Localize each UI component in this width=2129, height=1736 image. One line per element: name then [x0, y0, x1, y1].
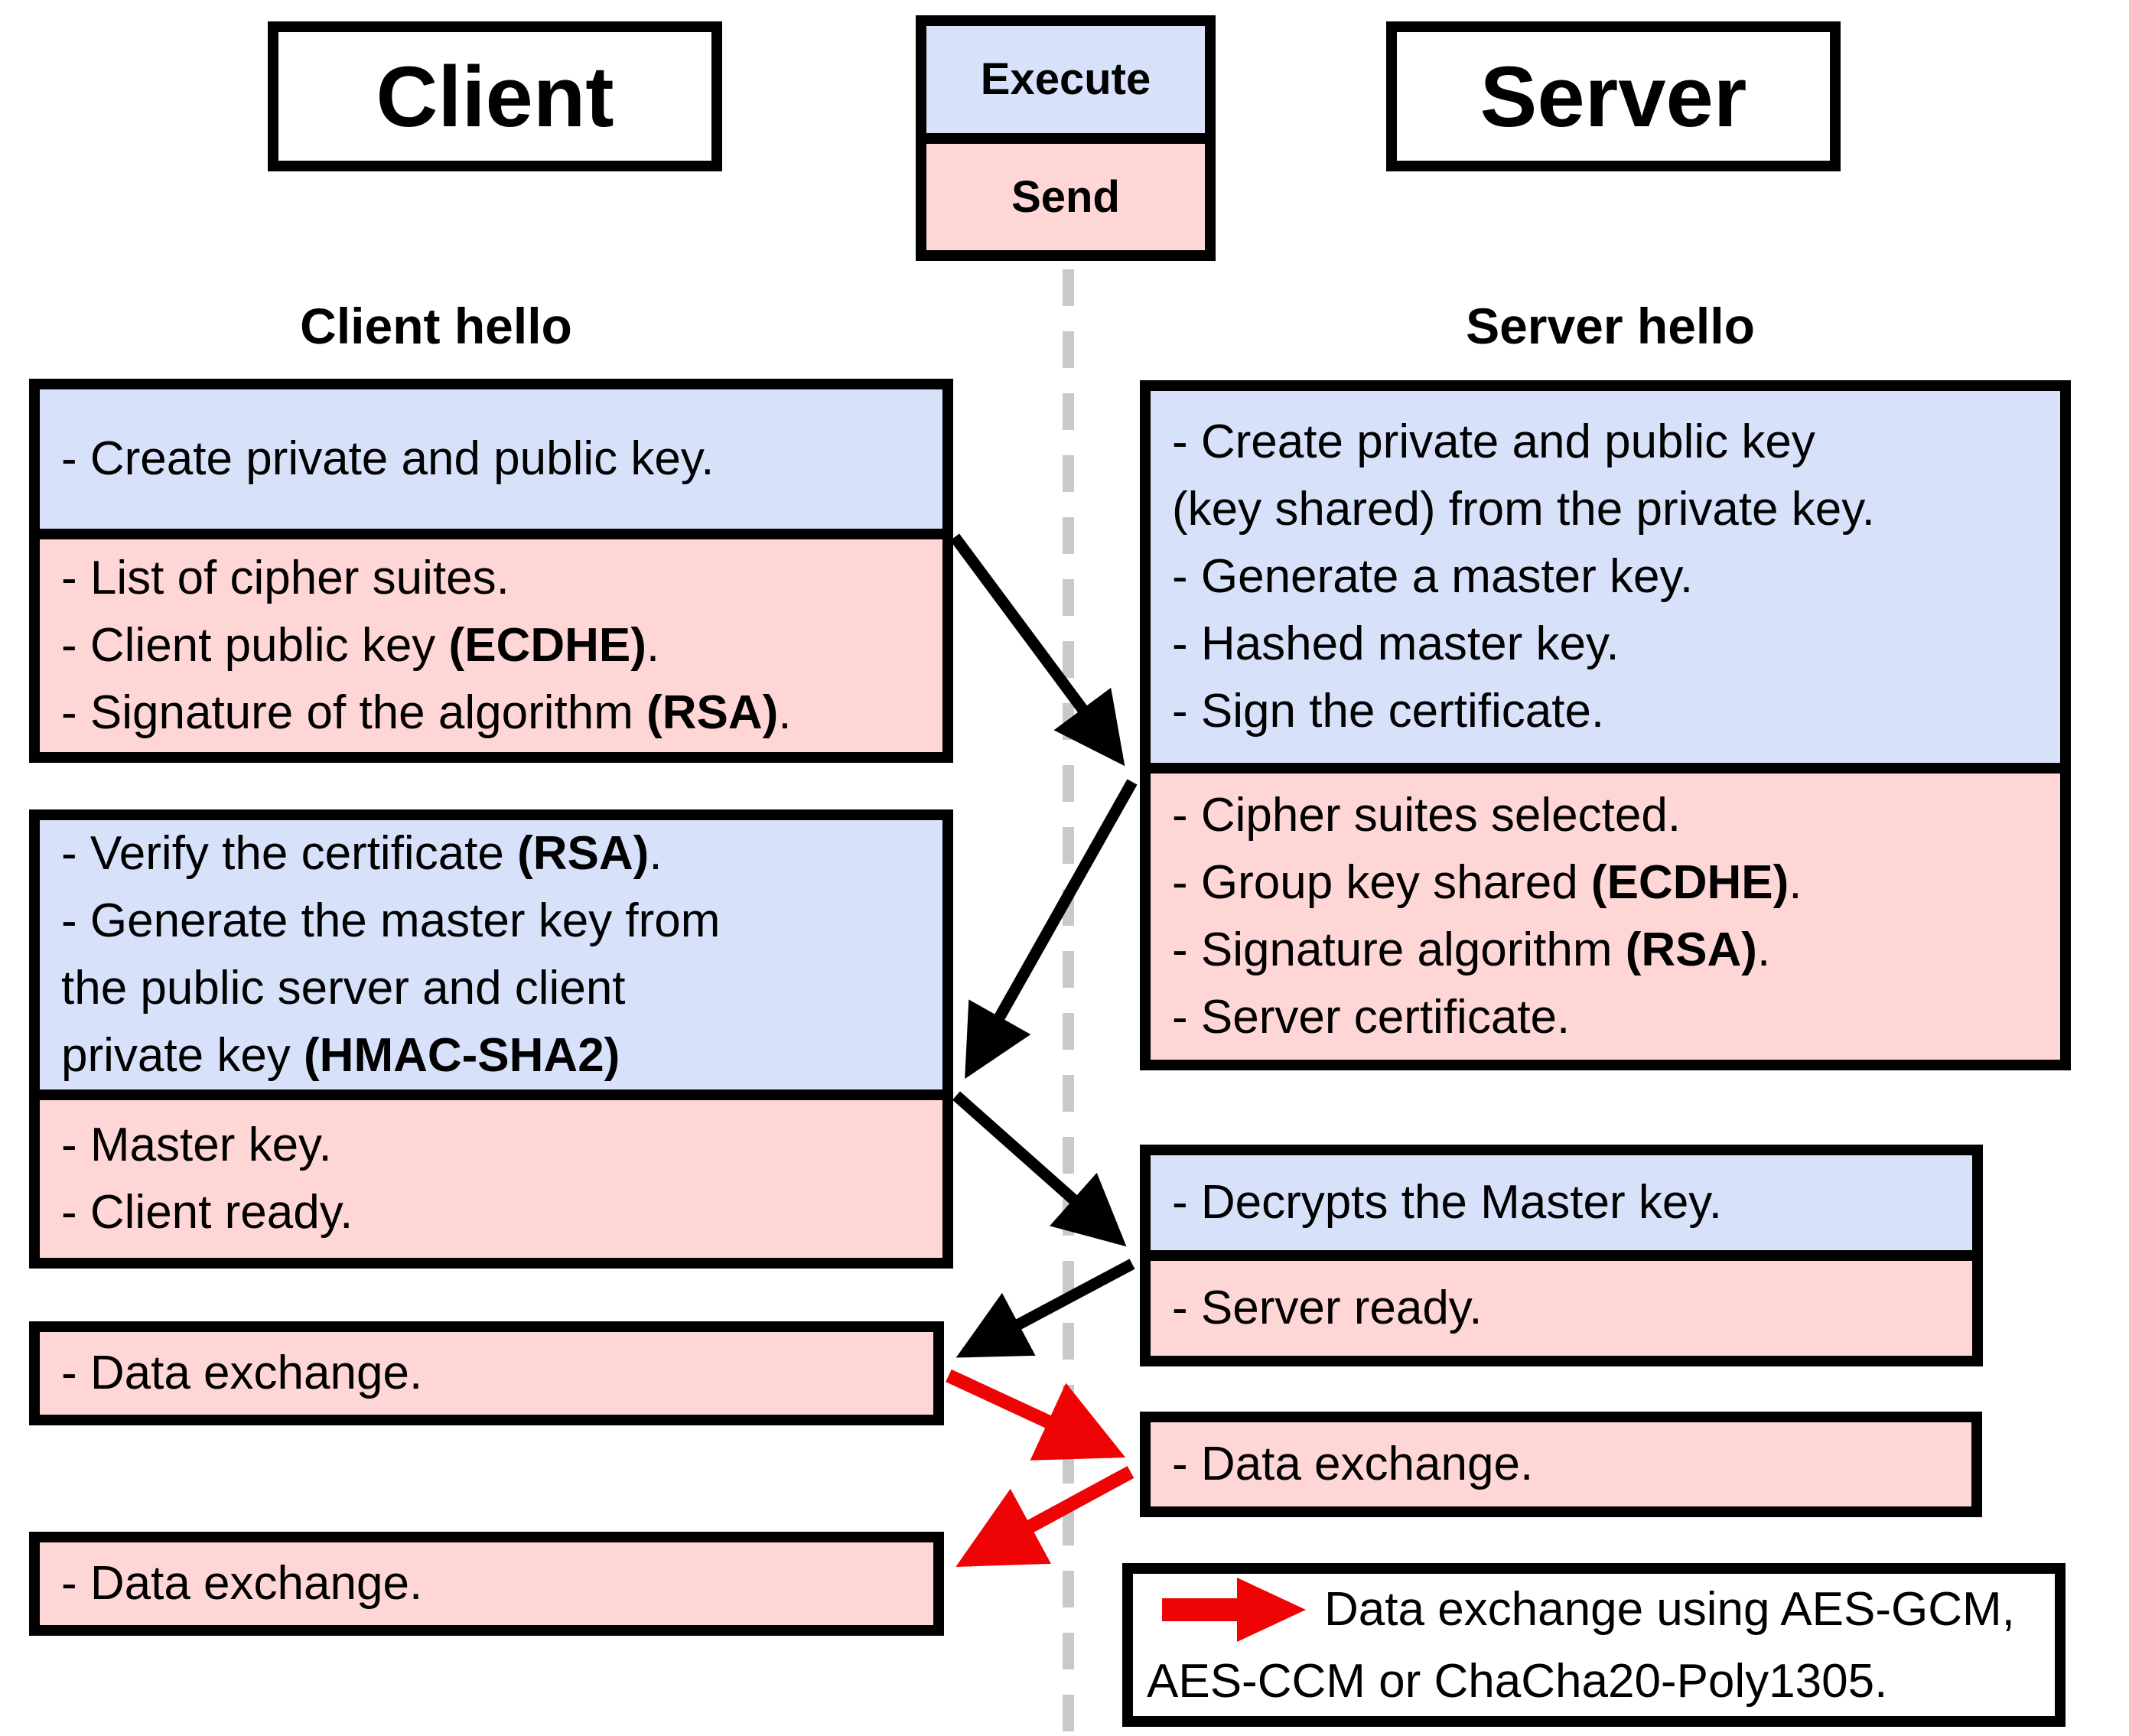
lifeline-dashed-divider — [1063, 269, 1074, 1736]
client-data-exchange-1-send-section: - Data exchange. — [40, 1332, 933, 1415]
client-verify-send-section: - Master key. - Client ready. — [40, 1100, 942, 1258]
text-line: - Server certificate. — [1172, 991, 1571, 1044]
client-hello-box: - Create private and public key. - List … — [29, 379, 953, 763]
server-ready-box: - Decrypts the Master key. - Server read… — [1140, 1145, 1983, 1366]
server-title-label: Server — [1480, 48, 1747, 145]
text-line: - Signature algorithm (RSA). — [1172, 923, 1771, 976]
server-hello-send-section: - Cipher suites selected. - Group key sha… — [1151, 774, 2060, 1060]
server-data-exchange-box: - Data exchange. — [1140, 1412, 1982, 1517]
text-line: - Sign the certificate. — [1172, 685, 1605, 738]
server-title-box: Server — [1386, 21, 1841, 171]
client-data-exchange-2-send-section: - Data exchange. — [40, 1542, 933, 1625]
text-line: - List of cipher suites. — [61, 552, 509, 604]
text-line: - Signature of the algorithm (RSA). — [61, 686, 792, 739]
client-hello-heading: Client hello — [300, 298, 572, 354]
legend-execute: Execute — [926, 26, 1205, 133]
text-line: - Create private and public key — [1172, 415, 1815, 468]
server-hello-execute-section: - Create private and public key (key shar… — [1151, 391, 2060, 763]
client-data-exchange-box-1: - Data exchange. — [29, 1321, 944, 1425]
note-line-2: AES-CCM or ChaCha20-Poly1305. — [1147, 1646, 2055, 1717]
text-line: - Decrypts the Master key. — [1172, 1176, 1722, 1229]
client-data-exchange-box-2: - Data exchange. — [29, 1532, 944, 1636]
text-line: - Data exchange. — [1172, 1438, 1534, 1490]
section-divider — [1151, 1250, 1972, 1261]
arrow-red-server-data-to-client — [955, 1466, 1134, 1567]
text-line: (key shared) from the private key. — [1172, 483, 1875, 536]
legend-box: Execute Send — [916, 15, 1216, 261]
legend-send: Send — [926, 143, 1205, 250]
client-hello-send-section: - List of cipher suites. - Client public … — [40, 539, 942, 752]
text-line: - Master key. — [61, 1119, 332, 1171]
server-ready-send-section: - Server ready. — [1151, 1261, 1972, 1356]
arrow-client-hello-to-server — [949, 533, 1125, 767]
note-line-1: Data exchange using AES-GCM, — [1147, 1573, 2055, 1646]
data-exchange-note-box: Data exchange using AES-GCM, AES-CCM or … — [1122, 1563, 2066, 1727]
text-line: - Hashed master key. — [1172, 617, 1620, 670]
text-line: - Create private and public key. — [61, 432, 715, 485]
client-verify-box: - Verify the certificate (RSA). - Generat… — [29, 809, 953, 1269]
section-divider — [40, 1089, 942, 1100]
red-arrow-icon — [1162, 1578, 1306, 1642]
text-line: - Verify the certificate (RSA). — [61, 827, 662, 880]
text-line: the public server and client — [61, 962, 626, 1015]
server-hello-box: - Create private and public key (key shar… — [1140, 380, 2071, 1070]
server-ready-execute-section: - Decrypts the Master key. — [1151, 1155, 1972, 1250]
legend-send-label: Send — [1011, 171, 1120, 222]
note-text-line-1: Data exchange using AES-GCM, — [1324, 1583, 2015, 1636]
server-data-exchange-send-section: - Data exchange. — [1151, 1422, 1971, 1506]
arrow-client-ready-to-server — [952, 1091, 1127, 1247]
note-text-line-2: AES-CCM or ChaCha20-Poly1305. — [1147, 1655, 1888, 1708]
text-line: - Data exchange. — [61, 1557, 423, 1610]
client-hello-execute-section: - Create private and public key. — [40, 389, 942, 529]
legend-execute-label: Execute — [980, 54, 1151, 105]
text-line: - Cipher suites selected. — [1172, 789, 1681, 842]
text-line: - Generate a master key. — [1172, 550, 1694, 603]
arrow-server-hello-to-client — [965, 779, 1138, 1080]
client-title-label: Client — [376, 48, 614, 145]
client-title-box: Client — [268, 21, 722, 171]
text-line: - Client public key (ECDHE). — [61, 619, 660, 672]
client-verify-execute-section: - Verify the certificate (RSA). - Generat… — [40, 820, 942, 1089]
text-line: - Client ready. — [61, 1186, 353, 1239]
text-line: - Group key shared (ECDHE). — [1172, 856, 1802, 909]
text-line: private key (HMAC-SHA2) — [61, 1029, 620, 1082]
text-line: - Data exchange. — [61, 1347, 423, 1399]
arrow-server-ready-to-client — [955, 1259, 1135, 1358]
text-line: - Generate the master key from — [61, 894, 721, 947]
section-divider — [1151, 763, 2060, 774]
server-hello-heading: Server hello — [1466, 298, 1755, 354]
arrow-red-client-data-to-server — [946, 1369, 1126, 1461]
section-divider — [40, 529, 942, 539]
text-line: - Server ready. — [1172, 1282, 1483, 1334]
